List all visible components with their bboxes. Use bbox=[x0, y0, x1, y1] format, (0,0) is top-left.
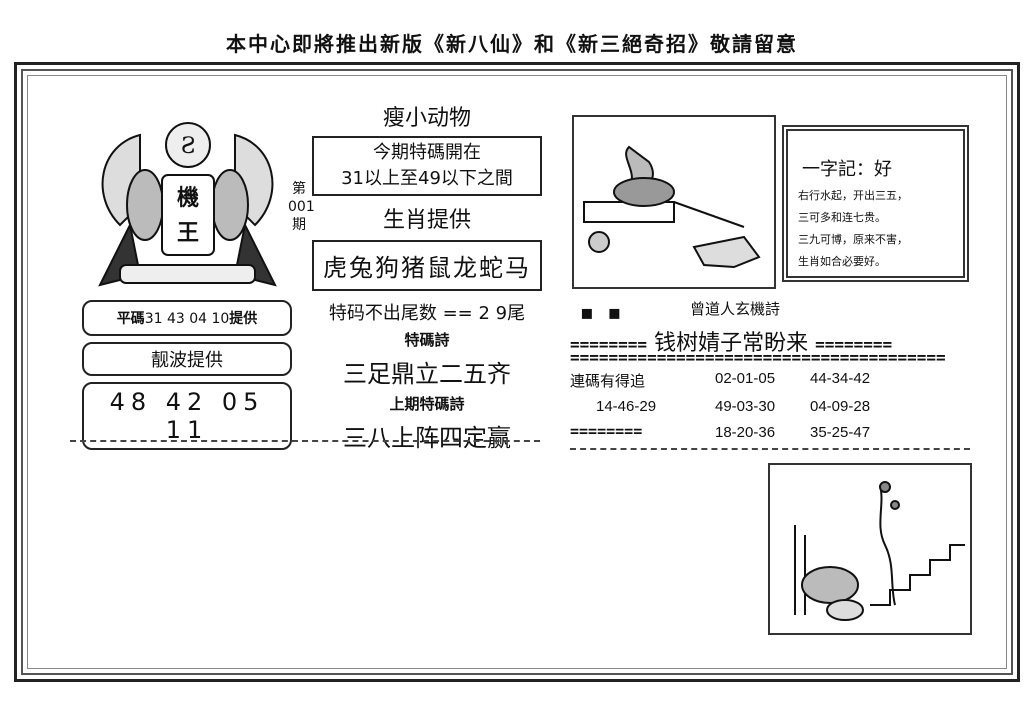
poem-title-row: ======== 钱树婧子常盼来 ======== bbox=[570, 331, 893, 356]
fortune-card: 一字記：好 右行水起，开出三五， 三可多和连七贵。 三九可博，原来不害， 生肖如… bbox=[782, 125, 969, 282]
poem-line: 三足鼎立二五齐 bbox=[343, 360, 511, 388]
emblem-logo: Ƨ 機 王 bbox=[80, 105, 295, 290]
left-separator bbox=[70, 440, 540, 442]
bullet-dots: ▪▪ bbox=[580, 300, 636, 324]
illustration-stairs bbox=[768, 463, 972, 635]
separator bbox=[570, 448, 970, 450]
divider-line: ======================================= bbox=[570, 348, 946, 367]
svg-text:Ƨ: Ƨ bbox=[180, 134, 195, 159]
svg-text:王: 王 bbox=[177, 221, 199, 246]
middle-column: 瘦小动物 今期特碼開在 31以上至49以下之間 生肖提供 虎兔狗猪鼠龙蛇马 特码… bbox=[312, 100, 542, 455]
poem-title: 钱树婧子常盼来 bbox=[654, 331, 809, 356]
ping-numbers: 31 43 04 10 bbox=[144, 311, 230, 327]
zodiac-label: 生肖提供 bbox=[382, 208, 471, 233]
wave-numbers: 48 42 05 11 bbox=[82, 382, 292, 450]
left-number-panel: 平碼31 43 04 10提供 靓波提供 48 42 05 11 bbox=[82, 300, 292, 456]
last-poem-line: 三八上阵四定赢 bbox=[343, 424, 511, 452]
last-poem-label: 上期特碼詩 bbox=[389, 395, 465, 413]
wave-label: 靓波提供 bbox=[82, 342, 292, 376]
animal-title: 瘦小动物 bbox=[382, 106, 471, 131]
tail-number-text: 特码不出尾数 == 2 9尾 bbox=[328, 303, 526, 324]
poet-line: 曾道人玄機詩 bbox=[690, 300, 781, 318]
stairs-drawing-icon bbox=[794, 481, 965, 621]
zodiac-list: 虎兔狗猪鼠龙蛇马 bbox=[312, 240, 542, 291]
page-frame bbox=[14, 62, 1020, 682]
pot-dog-drawing-icon bbox=[583, 145, 761, 269]
poem-label: 特碼詩 bbox=[404, 331, 450, 349]
ping-code-box: 平碼31 43 04 10提供 bbox=[82, 300, 292, 336]
issue-number: 第 001 期 bbox=[288, 181, 315, 233]
illustration-pot-dog bbox=[572, 115, 776, 289]
fortune-card-heading: 一字記：好 bbox=[802, 159, 892, 180]
eagle-emblem-icon: Ƨ 機 王 bbox=[98, 122, 277, 287]
logo-text: 機 bbox=[177, 186, 199, 211]
header-banner: 本中心即將推出新版《新八仙》和《新三絕奇招》敬請留意 bbox=[226, 32, 798, 56]
range-box: 今期特碼開在 31以上至49以下之間 bbox=[312, 136, 542, 196]
